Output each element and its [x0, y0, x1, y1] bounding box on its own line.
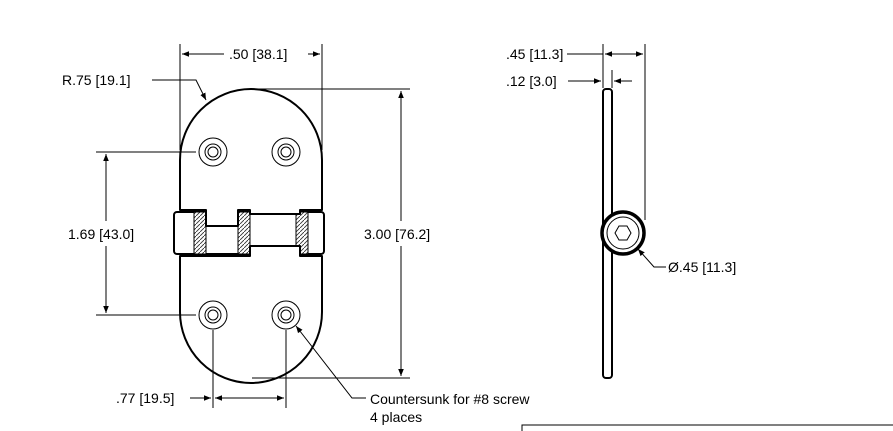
screw-hole — [198, 137, 228, 167]
width-dimension: .50 [38.1] — [179, 44, 323, 150]
hex-socket-icon — [614, 225, 632, 241]
title-block-border — [521, 424, 893, 431]
knuckle-diameter-label: Ø.45 [11.3] — [668, 259, 736, 275]
width-dim-label: .50 [38.1] — [229, 46, 287, 62]
countersunk-note-line2: 4 places — [370, 409, 422, 425]
hole-spacing-vertical-dimension: 1.69 [43.0] — [68, 151, 196, 316]
screw-hole — [271, 300, 301, 330]
screw-hole — [198, 300, 228, 330]
hole-spacing-horizontal-label: .77 [19.5] — [116, 390, 174, 406]
radius-dim-label: R.75 [19.1] — [62, 72, 131, 88]
upper-leaf — [179, 88, 323, 227]
side-leaf-thickness-label: .12 [3.0] — [506, 73, 557, 89]
countersunk-note: Countersunk for #8 screw 4 places — [295, 325, 530, 425]
side-total-thickness-label: .45 [11.3] — [506, 46, 563, 62]
overall-length-label: 3.00 [76.2] — [364, 226, 430, 242]
front-view: .50 [38.1] R.75 [19.1] 1.69 [43.0] 3.00 … — [62, 44, 530, 425]
radius-dimension: R.75 [19.1] — [62, 72, 207, 101]
countersunk-note-line1: Countersunk for #8 screw — [370, 391, 530, 407]
overall-length-dimension: 3.00 [76.2] — [252, 88, 430, 379]
hole-spacing-horizontal-dimension: .77 [19.5] — [116, 330, 287, 408]
side-view: .45 [11.3] .12 [3.0] Ø.45 [11.3] — [506, 44, 736, 379]
lower-leaf — [179, 245, 323, 384]
screw-hole — [271, 137, 301, 167]
side-leaf-thickness-dimension: .12 [3.0] — [506, 70, 632, 89]
knuckle-side — [600, 210, 646, 256]
side-total-thickness-dimension: .45 [11.3] — [506, 44, 646, 220]
hole-spacing-vertical-label: 1.69 [43.0] — [68, 226, 134, 242]
knuckle-diameter-dimension: Ø.45 [11.3] — [637, 248, 736, 275]
